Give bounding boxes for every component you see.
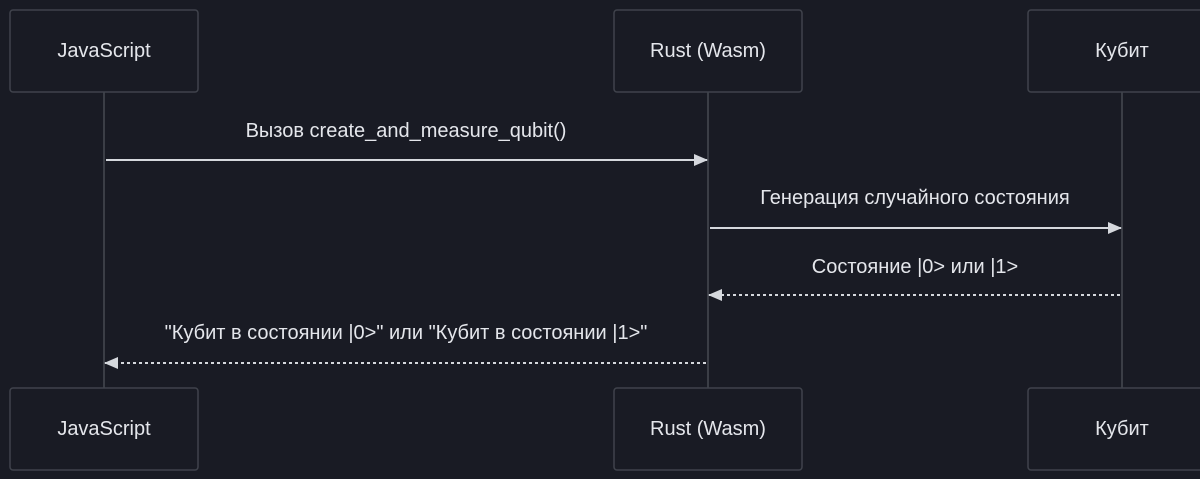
actor-js-bottom: JavaScript [9, 387, 199, 471]
actor-label: Кубит [1095, 40, 1149, 62]
message-4: "Кубит в состоянии |0>" или "Кубит в сос… [104, 322, 706, 369]
actor-label: Rust (Wasm) [650, 418, 766, 440]
actor-label: JavaScript [57, 418, 151, 440]
actor-box [9, 9, 199, 93]
actor-label: Кубит [1095, 418, 1149, 440]
actor-rust-bottom: Rust (Wasm) [613, 387, 803, 471]
actor-label: JavaScript [57, 40, 151, 62]
actor-box [613, 9, 803, 93]
actor-js-top: JavaScript [9, 9, 199, 93]
actor-box [1027, 387, 1200, 471]
actor-qubit-top: Кубит [1027, 9, 1200, 93]
message-3: Состояние |0> или |1> [708, 256, 1120, 301]
actor-box [1027, 9, 1200, 93]
message-label: "Кубит в состоянии |0>" или "Кубит в сос… [165, 322, 648, 344]
message-2: Генерация случайного состояния [710, 187, 1122, 234]
actor-box [613, 387, 803, 471]
message-label: Состояние |0> или |1> [812, 256, 1018, 278]
actor-box [9, 387, 199, 471]
actor-label: Rust (Wasm) [650, 40, 766, 62]
message-label: Генерация случайного состояния [760, 187, 1069, 209]
message-label: Вызов create_and_measure_qubit() [246, 120, 567, 142]
actor-rust-top: Rust (Wasm) [613, 9, 803, 93]
actor-qubit-bottom: Кубит [1027, 387, 1200, 471]
message-1: Вызов create_and_measure_qubit() [106, 120, 708, 166]
